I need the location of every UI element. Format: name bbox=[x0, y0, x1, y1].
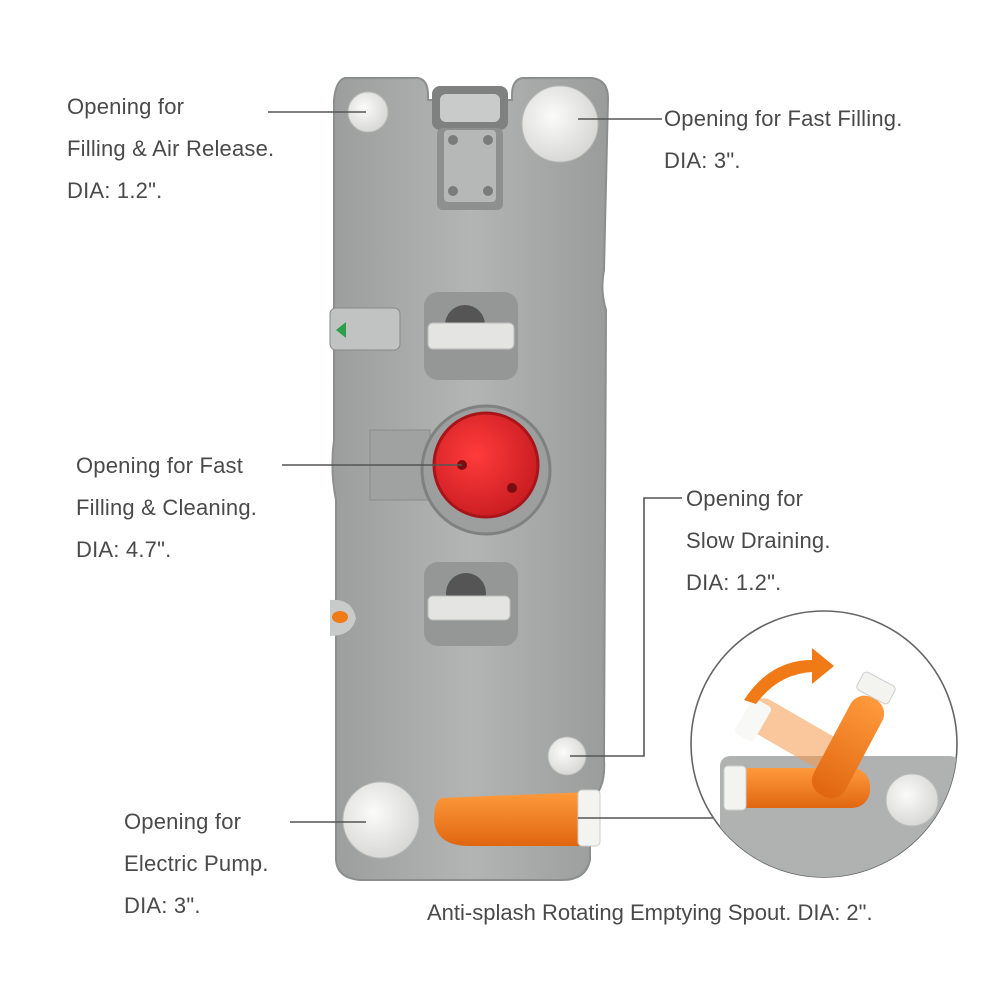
callout-line: Filling & Air Release. bbox=[67, 136, 275, 161]
level-gauge bbox=[329, 307, 401, 351]
callout-fast-filling-cleaning: Opening for Fast Filling & Cleaning. DIA… bbox=[76, 445, 257, 571]
water-tank bbox=[329, 77, 610, 881]
callout-line: DIA: 3". bbox=[124, 893, 201, 918]
callout-line: Opening for bbox=[124, 809, 242, 834]
electric-pump-cap bbox=[342, 781, 420, 859]
callout-line: DIA: 3". bbox=[664, 148, 741, 173]
callout-line: Filling & Cleaning. bbox=[76, 495, 258, 520]
callout-line: DIA: 1.2". bbox=[686, 570, 782, 595]
upper-vent-tab bbox=[427, 322, 515, 350]
callout-filling-air-release: Opening for Filling & Air Release. DIA: … bbox=[67, 86, 274, 212]
leader-lines bbox=[268, 111, 760, 823]
callout-electric-pump: Opening for Electric Pump. DIA: 3". bbox=[124, 801, 269, 927]
callout-line: Opening for bbox=[686, 486, 804, 511]
fast-fill-cap bbox=[521, 85, 599, 163]
callout-line: Opening for bbox=[67, 94, 185, 119]
callout-fast-filling: Opening for Fast Filling. DIA: 3". bbox=[664, 98, 903, 182]
emptying-spout bbox=[434, 792, 592, 846]
callout-spout-caption: Anti-splash Rotating Emptying Spout. DIA… bbox=[427, 900, 873, 925]
spout-detail-inset bbox=[690, 610, 958, 878]
lower-vent-tab bbox=[427, 595, 511, 621]
callout-line: DIA: 1.2". bbox=[67, 178, 163, 203]
callout-line: Electric Pump. bbox=[124, 851, 269, 876]
callout-line: Opening for Fast Filling. bbox=[664, 106, 903, 131]
callout-line: Slow Draining. bbox=[686, 528, 831, 553]
rotation-arrow-icon bbox=[744, 648, 834, 704]
callout-line: Opening for Fast bbox=[76, 453, 244, 478]
callout-slow-draining: Opening for Slow Draining. DIA: 1.2". bbox=[686, 478, 831, 604]
callout-line: DIA: 4.7". bbox=[76, 537, 172, 562]
